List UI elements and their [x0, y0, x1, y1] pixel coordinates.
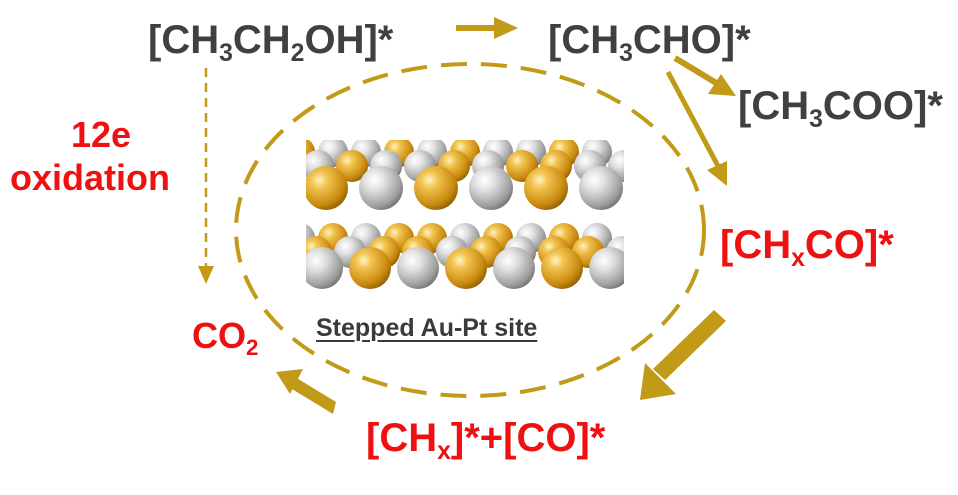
species-co2: CO2 — [192, 315, 258, 359]
arrow-acetaldehyde-to-chxco — [665, 70, 727, 186]
species-chxco: [CHxCO]* — [720, 223, 894, 271]
acetate-sub-1: 3 — [809, 105, 823, 133]
ethanol-text-1: [CH — [148, 18, 220, 62]
species-acetate: [CH3COO]* — [738, 84, 943, 132]
co2-text-1: CO — [192, 315, 246, 356]
au-atom — [306, 166, 348, 210]
arrow-acetaldehyde-to-acetate — [673, 55, 736, 96]
pt-atom — [306, 247, 343, 289]
au-atom — [349, 247, 391, 289]
chx-co-text-2: ]*+[CO]* — [450, 416, 606, 460]
au-pt-slab-model — [306, 140, 624, 289]
oxidation-label-2: oxidation — [10, 160, 170, 196]
chxco-text-1: [CH — [720, 223, 792, 267]
chxco-text-2: CO]* — [804, 223, 894, 267]
catalytic-cycle-ellipse — [234, 62, 706, 398]
pt-atom — [469, 166, 513, 210]
co2-sub-1: 2 — [246, 335, 259, 361]
arrow-chxco-to-chx-co — [640, 310, 726, 400]
au-atom — [541, 247, 583, 289]
pt-atom — [493, 247, 535, 289]
pt-atom — [359, 166, 403, 210]
oxidation-label-line2: oxidation — [10, 157, 170, 198]
ethanol-text-2: CH — [232, 18, 291, 62]
au-atom — [445, 247, 487, 289]
oxidation-label: 12e — [56, 117, 146, 153]
chx-co-sub-1: x — [437, 437, 451, 465]
arrow-ethanol-to-co2-dashed — [198, 68, 214, 284]
chxco-sub-1: x — [791, 244, 805, 272]
chx-co-text-1: [CH — [366, 416, 438, 460]
arrow-ethanol-to-acetaldehyde — [456, 17, 518, 39]
pt-atom — [397, 247, 439, 289]
species-acetaldehyde: [CH3CHO]* — [548, 18, 751, 66]
site-caption: Stepped Au-Pt site — [316, 314, 538, 342]
ethanol-text-3: OH]* — [304, 18, 394, 62]
acetate-text-2: COO]* — [822, 84, 943, 128]
pt-atom — [589, 247, 624, 289]
species-ethanol: [CH3CH2OH]* — [148, 18, 394, 66]
acetate-text-1: [CH — [738, 84, 810, 128]
ethanol-sub-1: 3 — [219, 39, 233, 67]
oxidation-label-line1: 12e — [70, 114, 132, 155]
acetaldehyde-sub-1: 3 — [619, 39, 633, 67]
arrow-chx-co-to-co2 — [276, 369, 336, 414]
au-atom — [336, 150, 368, 182]
species-chx-plus-co: [CHx]*+[CO]* — [366, 416, 606, 464]
acetaldehyde-text-1: [CH — [548, 18, 620, 62]
pt-atom — [579, 166, 623, 210]
au-atom — [524, 166, 568, 210]
acetaldehyde-text-2: CHO]* — [632, 18, 751, 62]
ethanol-sub-2: 2 — [290, 39, 305, 67]
au-atom — [414, 166, 458, 210]
